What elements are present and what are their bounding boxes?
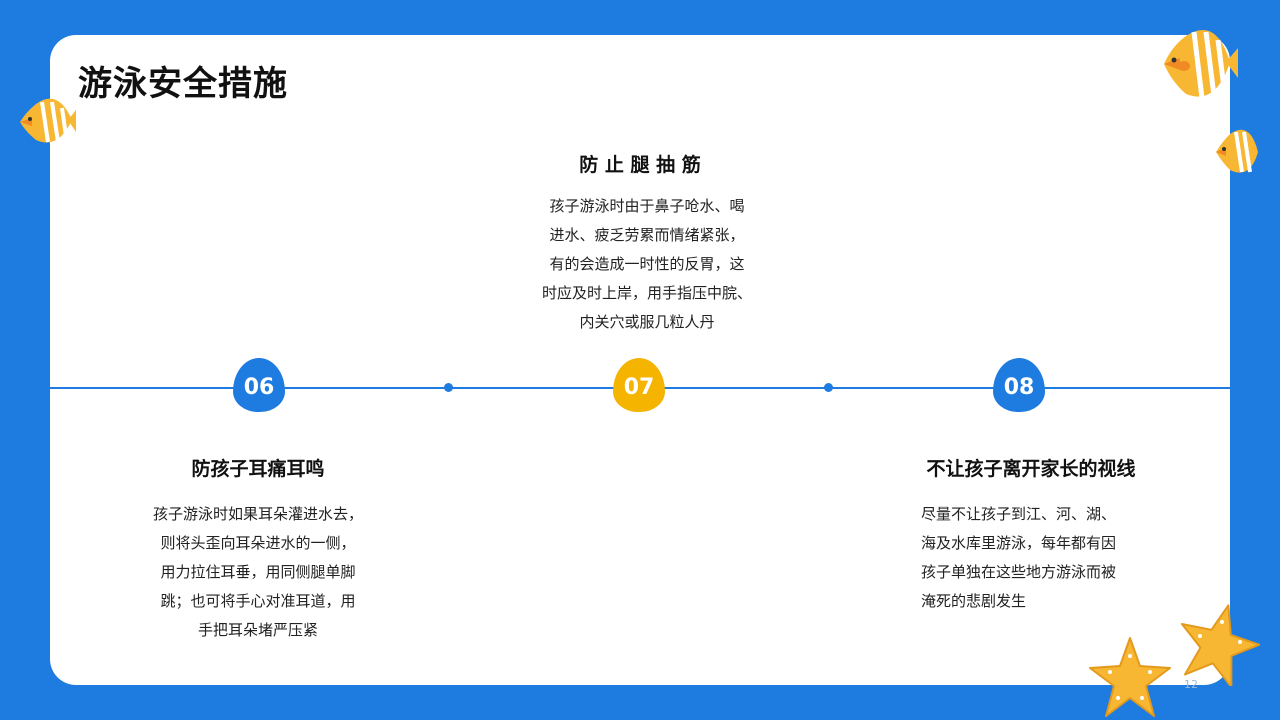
item-body-06: 孩子游泳时如果耳朵灌进水去， 则将头歪向耳朵进水的一侧， 用力拉住耳垂，用同侧腿… bbox=[152, 505, 363, 639]
page-number: 12 bbox=[1184, 678, 1198, 691]
starfish-icon bbox=[1089, 637, 1171, 717]
step-badge-06: 06 bbox=[233, 358, 285, 412]
timeline-dot bbox=[824, 383, 833, 392]
angelfish-icon bbox=[1164, 29, 1238, 99]
step-badge-07: 07 bbox=[613, 358, 665, 412]
step-badge-08: 08 bbox=[993, 358, 1045, 412]
page-title: 游泳安全措施 bbox=[78, 64, 288, 104]
item-body-08: 尽量不让孩子到江、河、湖、 海及水库里游泳，每年都有因 孩子单独在这些地方游泳而… bbox=[921, 505, 1117, 610]
angelfish-icon bbox=[1216, 129, 1258, 173]
timeline-dot bbox=[444, 383, 453, 392]
angelfish-icon bbox=[20, 98, 76, 143]
starfish-icon bbox=[1180, 604, 1260, 686]
item-heading-08: 不让孩子离开家长的视线 bbox=[926, 458, 1136, 480]
item-heading-07: 防 止 腿 抽 筋 bbox=[579, 154, 701, 176]
item-heading-06: 防孩子耳痛耳鸣 bbox=[191, 458, 325, 480]
item-body-07: 孩子游泳时由于鼻子呛水、喝 进水、疲乏劳累而情绪紧张， 有的会造成一时性的反胃，… bbox=[541, 197, 752, 331]
